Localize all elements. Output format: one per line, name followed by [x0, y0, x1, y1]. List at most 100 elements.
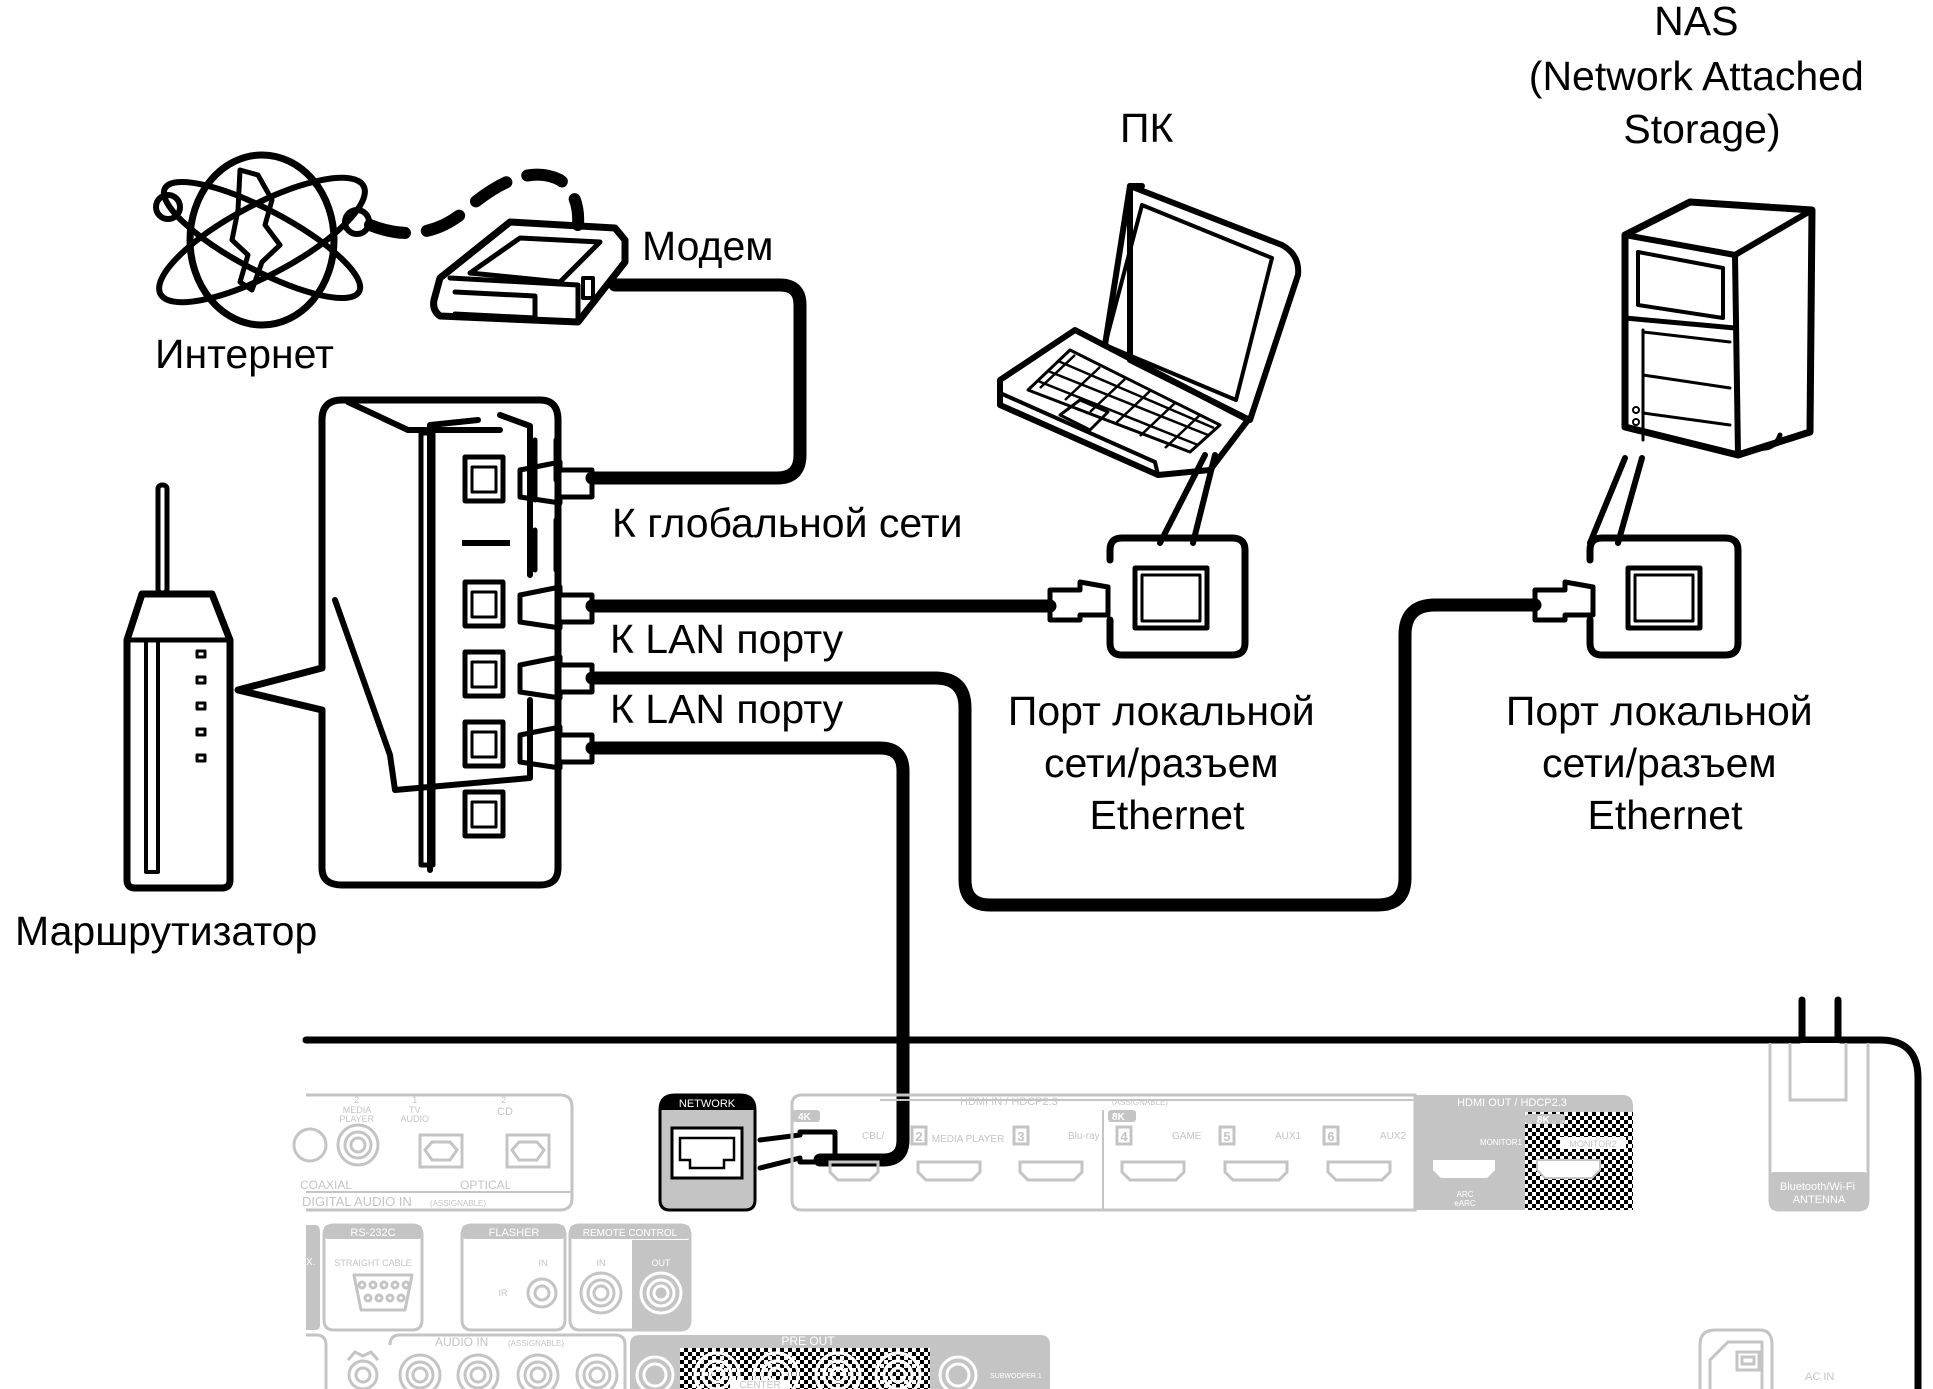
hdmi-in-4-num: 4 — [1120, 1129, 1128, 1144]
router-lan-port-2 — [462, 649, 506, 699]
media-player-line1: MEDIA — [343, 1105, 372, 1115]
remote-in-label: IN — [597, 1258, 606, 1268]
hdmi-in-4-name: GAME — [1172, 1131, 1202, 1142]
flasher-ir-label: IR — [499, 1288, 509, 1298]
hdmi-in-3-num: 3 — [1017, 1129, 1024, 1144]
to-lan-label-1: К LAN порту — [610, 616, 844, 662]
hdmi-in-note: (ASSIGNABLE) — [1112, 1098, 1168, 1107]
rj45-plug-receiver — [757, 1129, 838, 1171]
pre-out-label: PRE OUT — [781, 1334, 835, 1348]
rj45-plugs-router — [517, 459, 595, 771]
pc-port-label-line1: Порт локальной — [1008, 688, 1315, 734]
ac-in-label: AC IN — [1805, 1371, 1834, 1383]
router-lan-port-4 — [462, 789, 506, 839]
ac-in-port — [1698, 1328, 1774, 1389]
audio-in-label: AUDIO IN — [435, 1335, 488, 1349]
earc-label: eARC — [1454, 1199, 1476, 1208]
remote-control-section — [568, 1223, 692, 1332]
nas-port-label-line1: Порт локальной — [1506, 688, 1813, 734]
pc-label: ПК — [1120, 105, 1173, 151]
nas-label-line1: NAS — [1654, 0, 1738, 44]
hdmi-in-5-name: AUX1 — [1275, 1131, 1302, 1142]
antenna-label: Bluetooth/Wi-Fi ANTENNA — [1780, 1181, 1858, 1206]
digital-audio-in-labels: 2 MEDIA PLAYER 1 TV AUDIO 2 CD — [339, 1095, 513, 1124]
pc-port-label-line3: Ethernet — [1090, 792, 1246, 838]
nas-label: NAS (Network Attached Storage) — [1529, 0, 1875, 152]
nas-callout-pointer — [1587, 455, 1645, 546]
bluetooth-wifi-antenna-port — [1768, 1043, 1870, 1212]
pc-lan-port-callout — [1047, 534, 1249, 659]
modem-label: Модем — [642, 223, 773, 269]
router-lan-port-3 — [462, 719, 506, 769]
subwoofer1-label: SUBWOOFER 1 — [990, 1373, 1042, 1380]
hdmi-in-section — [790, 1093, 1417, 1212]
hdmi-out-8k-badge: 8K — [1537, 1115, 1551, 1126]
to-lan-label-2: К LAN порту — [610, 686, 844, 732]
tv-audio-num: 1 — [412, 1095, 417, 1105]
modem-icon — [430, 218, 629, 326]
left-stub-section — [306, 1225, 320, 1330]
hdmi-in-labels: CBL/ 2 MEDIA PLAYER 3 Blu-ray 4 GAME 5 A… — [862, 1129, 1407, 1145]
optical-label: OPTICAL — [460, 1178, 512, 1192]
hdmi-in-2-num: 2 — [915, 1129, 922, 1144]
antenna-label-line2: ANTENNA — [1793, 1194, 1846, 1206]
flasher-label: FLASHER — [489, 1227, 540, 1239]
digital-audio-in-note: (ASSIGNABLE) — [430, 1199, 486, 1208]
receiver-rear-panel — [302, 996, 1922, 1389]
receiver-cable — [585, 741, 910, 1167]
cd-label: CD — [497, 1106, 513, 1118]
nas-server-icon — [1621, 198, 1816, 459]
tv-audio-line2: AUDIO — [400, 1114, 429, 1124]
network-label: NETWORK — [679, 1098, 736, 1110]
router-ports-callout — [234, 396, 562, 889]
antenna-label-line1: Bluetooth/Wi-Fi — [1780, 1181, 1855, 1193]
digital-audio-in-title: DIGITAL AUDIO IN — [302, 1194, 412, 1209]
flasher-in-label: IN — [539, 1258, 548, 1268]
tv-audio-line1: TV — [409, 1105, 421, 1115]
nas-port-label-line3: Ethernet — [1588, 792, 1744, 838]
hdmi-in-5-num: 5 — [1223, 1129, 1230, 1144]
internet-globe-icon — [153, 151, 372, 329]
internet-link-dashed — [364, 168, 585, 239]
internet-label: Интернет — [155, 331, 334, 377]
hdmi-in-4k-badge: 4K — [798, 1112, 812, 1123]
monitor1-label: MONITOR1 — [1480, 1138, 1523, 1147]
wan-cable — [585, 278, 807, 485]
arc-label: ARC — [1457, 1190, 1474, 1199]
hdmi-in-ports — [792, 1110, 1392, 1182]
laptop-icon — [997, 183, 1302, 478]
audio-in-section — [306, 1333, 627, 1389]
hdmi-in-1-name: CBL/ — [862, 1131, 884, 1142]
hdmi-in-2-name: MEDIA PLAYER — [932, 1134, 1005, 1145]
media-player-num: 2 — [354, 1095, 359, 1105]
hdmi-out-section — [1415, 1095, 1633, 1210]
to-wan-label: К глобальной сети — [612, 500, 963, 546]
pre-out-section — [630, 1335, 1050, 1389]
receiver-network-port — [658, 1093, 757, 1212]
nas-port-label: Порт локальной сети/разъем Ethernet — [1506, 688, 1824, 838]
nas-label-line3: Storage) — [1623, 106, 1780, 152]
hdmi-out-title: HDMI OUT / HDCP2.3 — [1457, 1097, 1567, 1109]
nas-lan-port-callout — [1532, 534, 1742, 659]
router-lan-port-1 — [462, 579, 506, 629]
pc-port-label-line2: сети/разъем — [1044, 740, 1279, 786]
rs232c-label: RS-232C — [350, 1227, 395, 1239]
rs232c-section — [322, 1223, 424, 1332]
hdmi-in-3-name: Blu-ray — [1068, 1131, 1100, 1142]
left-edge-text: X. — [306, 1257, 315, 1268]
hdmi-in-6-name: AUX2 — [1380, 1131, 1407, 1142]
nas-cable — [585, 598, 1542, 912]
hdmi-in-title: HDMI IN / HDCP2.3 — [960, 1096, 1058, 1108]
cd-num: 2 — [501, 1095, 506, 1105]
coaxial-label: COAXIAL — [300, 1178, 352, 1192]
hdmi-in-6-num: 6 — [1327, 1129, 1334, 1144]
media-player-line2: PLAYER — [339, 1114, 374, 1124]
remote-control-label: REMOTE CONTROL — [583, 1228, 678, 1239]
flasher-section — [460, 1223, 567, 1332]
remote-out-label: OUT — [652, 1258, 672, 1268]
router-icon — [123, 482, 234, 892]
pc-port-label: Порт локальной сети/разъем Ethernet — [1008, 688, 1326, 838]
straight-cable-label: STRAIGHT CABLE — [334, 1258, 411, 1268]
router-wan-port — [462, 454, 506, 504]
